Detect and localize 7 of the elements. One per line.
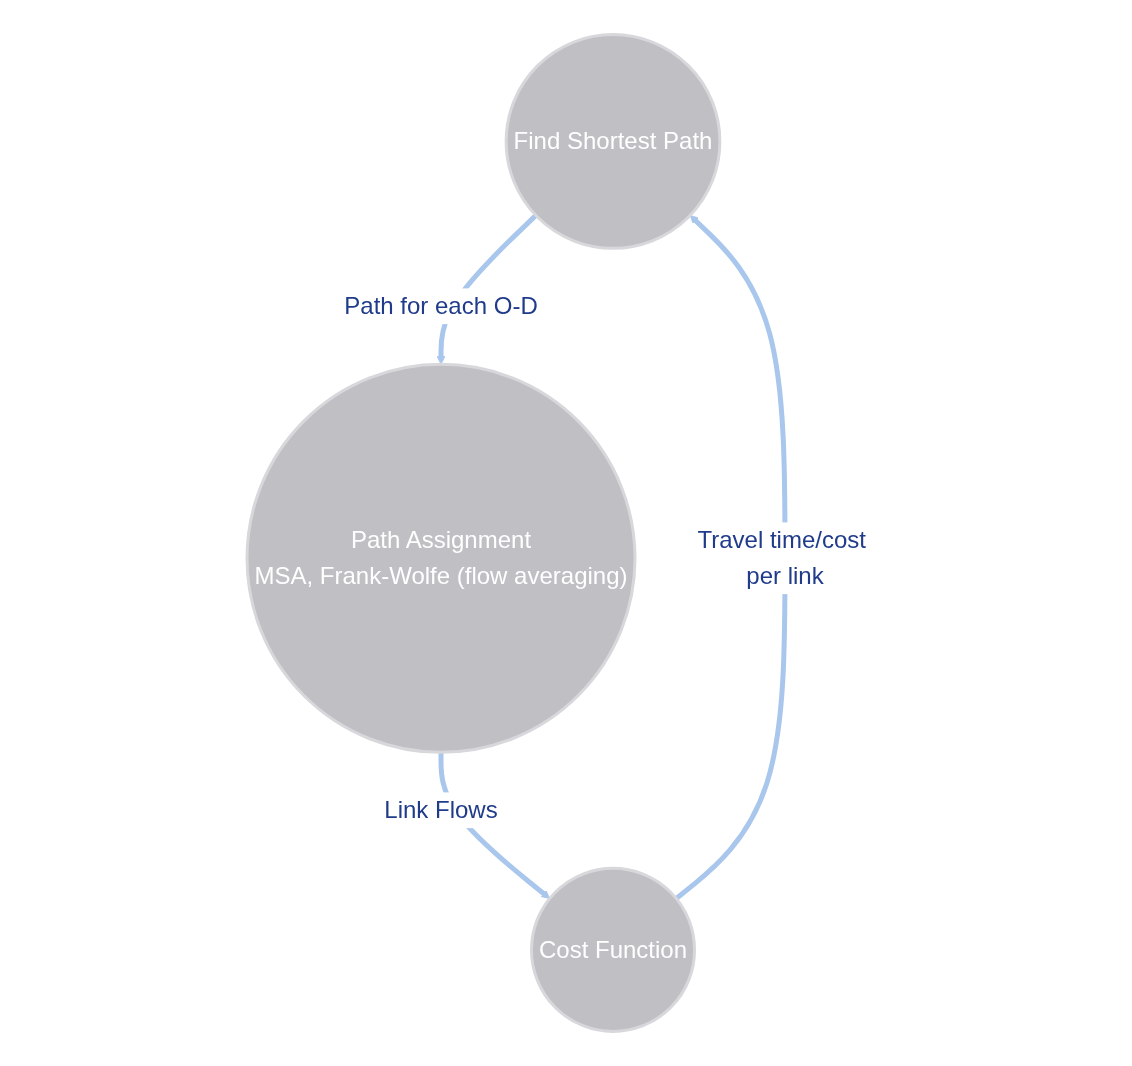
arrow bbox=[674, 215, 788, 901]
node-circle: Find Shortest Path bbox=[504, 33, 722, 250]
node-circle: Path Assignment MSA, Frank-Wolfe (flow averaging) bbox=[245, 362, 637, 754]
edge-label: Travel time/cost per link bbox=[697, 526, 866, 590]
node-circle: Cost Function bbox=[529, 866, 697, 1033]
edge-label: Path for each O-D bbox=[344, 292, 538, 320]
edge-label: Link Flows bbox=[384, 796, 498, 824]
